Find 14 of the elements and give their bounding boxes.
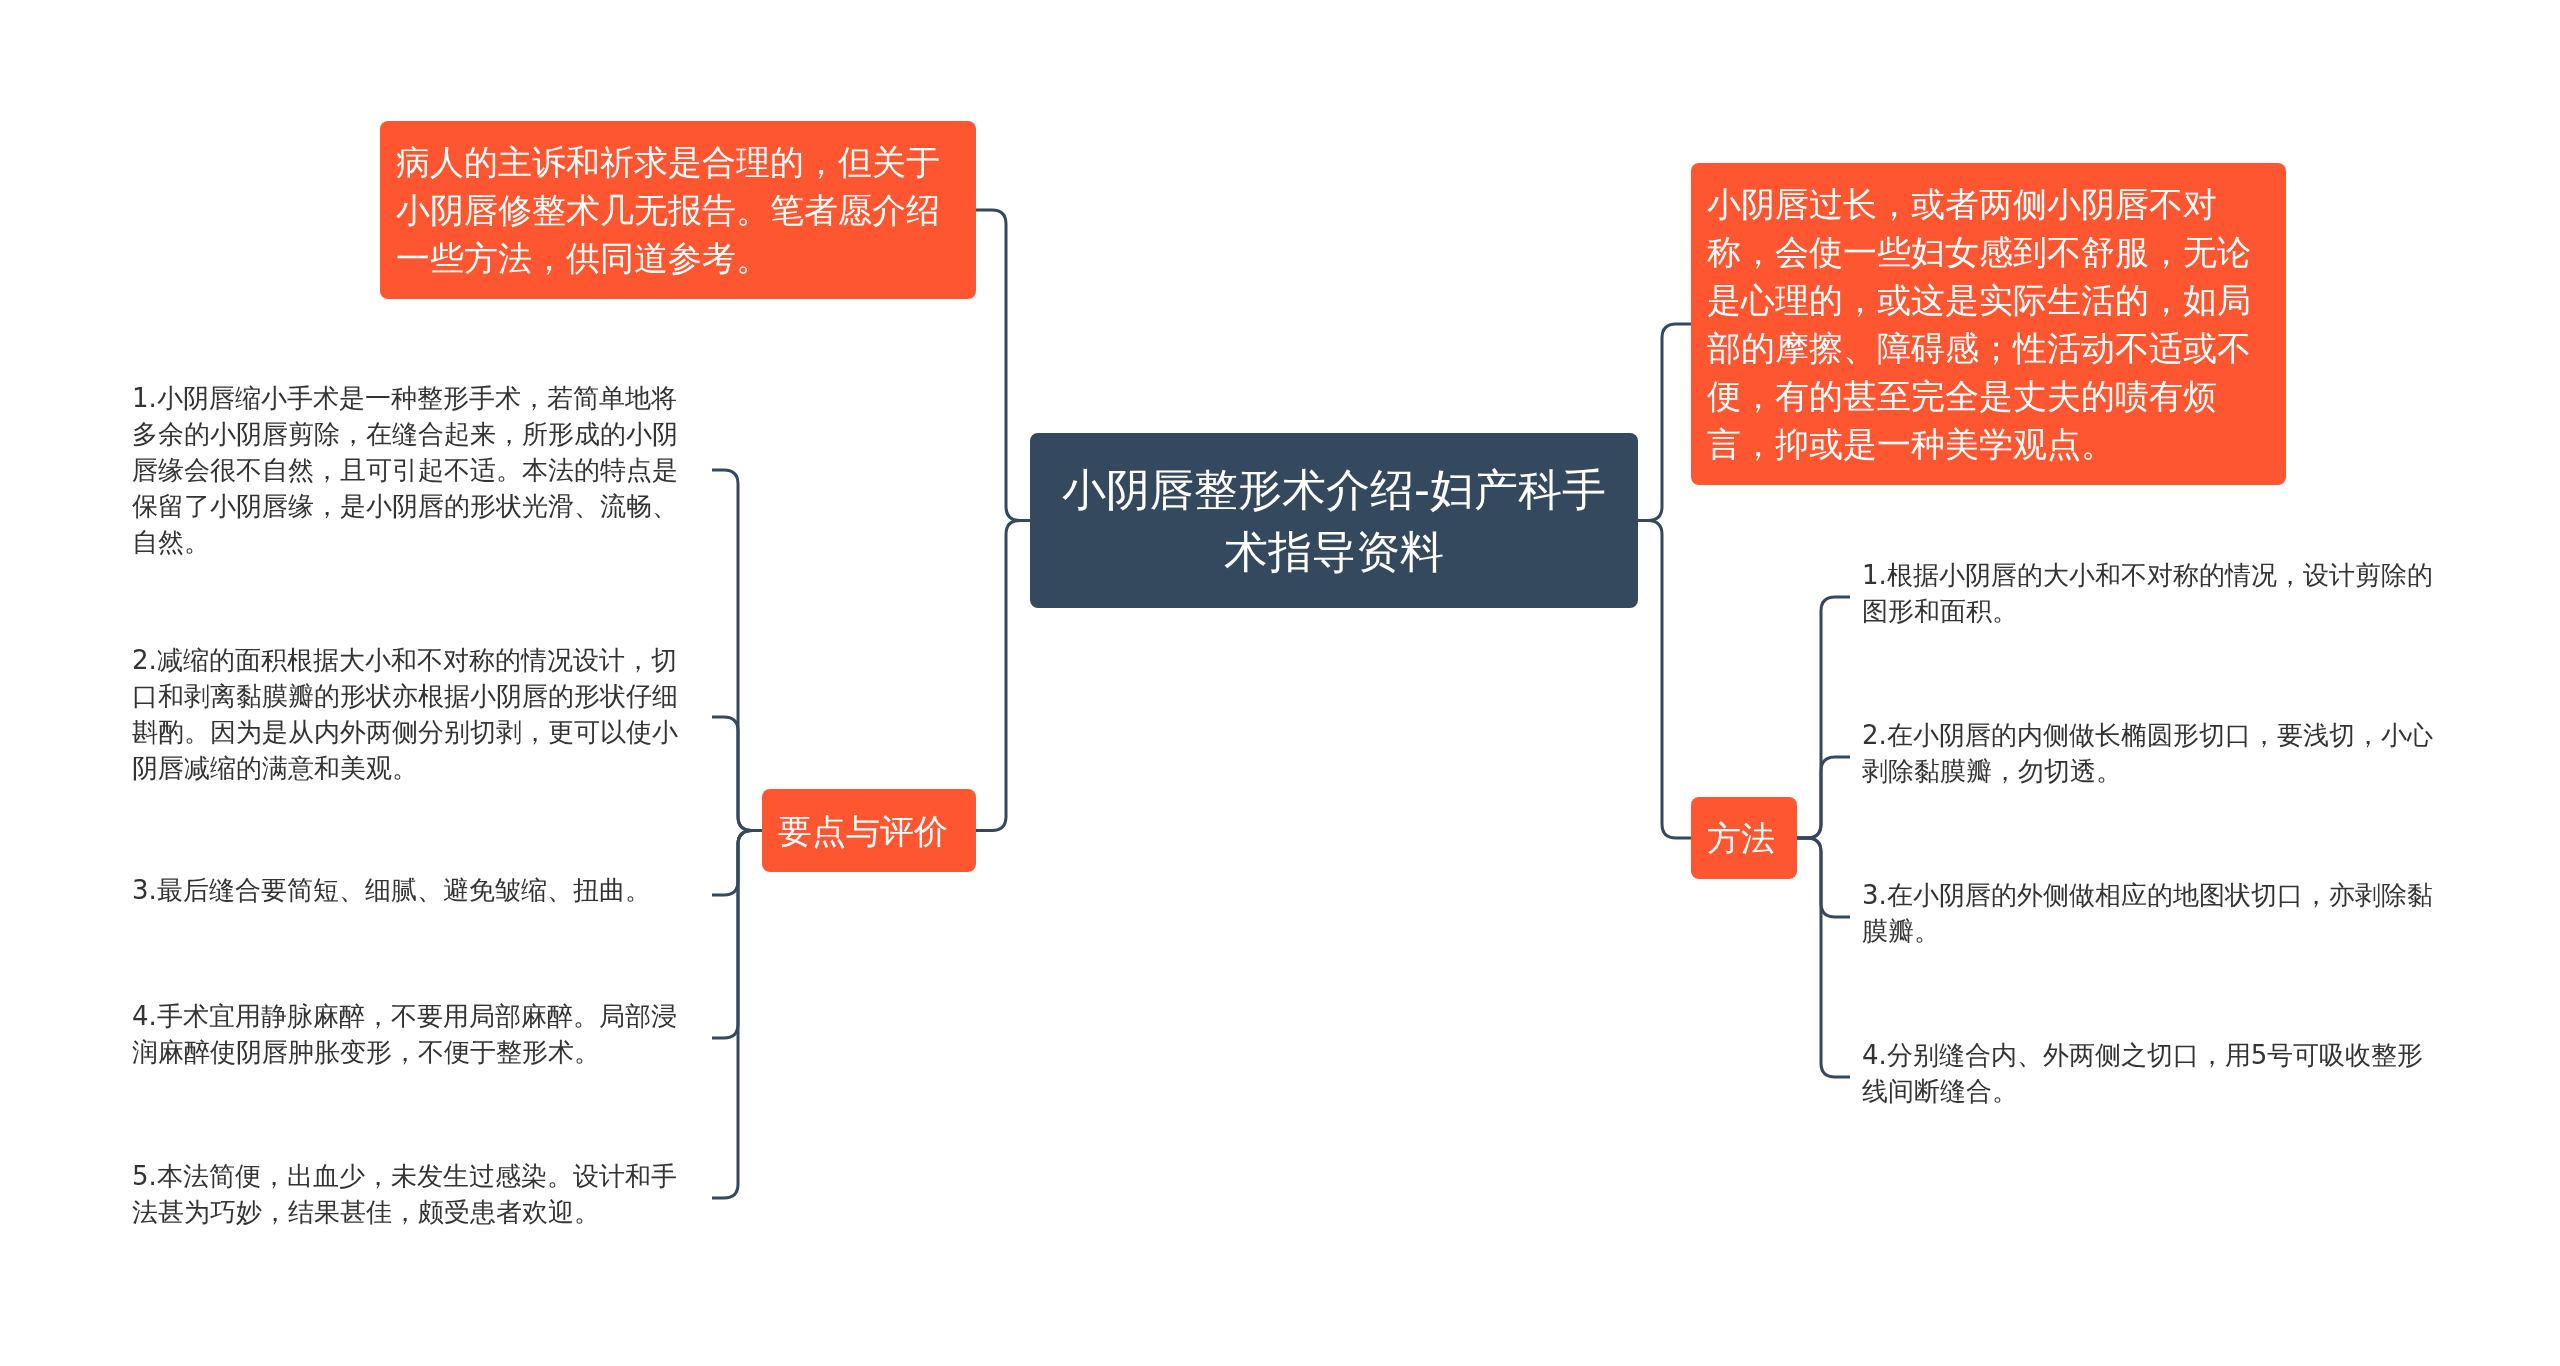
subtopic-text: 4.分别缝合内、外两侧之切口，用5号可吸收整形线间断缝合。	[1850, 1037, 2450, 1117]
subtopic-text: 3.在小阴唇的外侧做相应的地图状切口，亦剥除黏膜瓣。	[1850, 877, 2450, 957]
subtopic-text: 1.小阴唇缩小手术是一种整形手术，若简单地将多余的小阴唇剪除，在缝合起来，所形成的小阴唇缘会很不自然，且可引起不适。本法的特点是保留了小阴唇缘，是小阴唇的形状光滑、流畅、自然。	[120, 380, 712, 560]
subtopic-text: 1.根据小阴唇的大小和不对称的情况，设计剪除的图形和面积。	[1850, 557, 2450, 637]
topic-box: 病人的主诉和祈求是合理的，但关于小阴唇修整术几无报告。笔者愿介绍一些方法，供同道参考。	[380, 121, 976, 299]
central-topic-box: 小阴唇整形术介绍-妇产科手术指导资料	[1030, 433, 1638, 608]
topic-box: 小阴唇过长，或者两侧小阴唇不对称，会使一些妇女感到不舒服，无论是心理的，或这是实际生活的，如局部的摩擦、障碍感；性活动不适或不便，有的甚至完全是丈夫的啧有烦言，抑或是一种美学观点。	[1691, 163, 2286, 485]
topic-box: 要点与评价	[762, 789, 976, 872]
subtopic-text: 5.本法简便，出血少，未发生过感染。设计和手法甚为巧妙，结果甚佳，颇受患者欢迎。	[120, 1158, 712, 1238]
subtopic-text: 2.减缩的面积根据大小和不对称的情况设计，切口和剥离黏膜瓣的形状亦根据小阴唇的形状仔细斟酌。因为是从内外两侧分别切剥，更可以使小阴唇减缩的满意和美观。	[120, 642, 712, 792]
topic-box: 方法	[1691, 797, 1797, 879]
subtopic-text: 4.手术宜用静脉麻醉，不要用局部麻醉。局部浸润麻醉使阴唇肿胀变形，不便于整形术。	[120, 998, 712, 1078]
subtopic-text: 2.在小阴唇的内侧做长椭圆形切口，要浅切，小心剥除黏膜瓣，勿切透。	[1850, 717, 2450, 797]
subtopic-text: 3.最后缝合要简短、细腻、避免皱缩、扭曲。	[120, 872, 712, 918]
